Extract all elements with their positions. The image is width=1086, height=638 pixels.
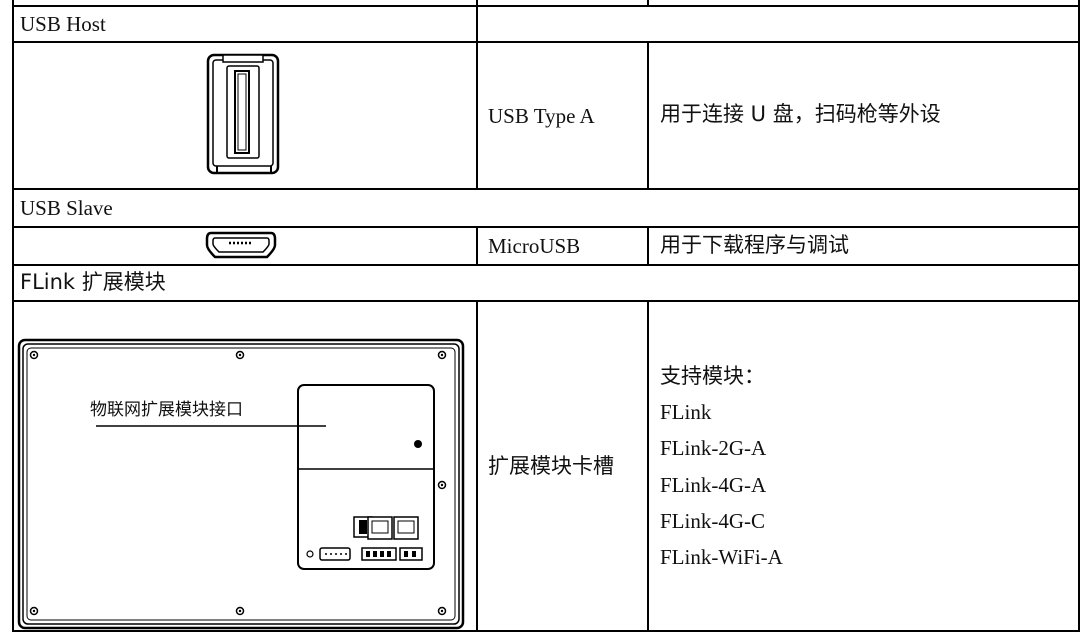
section-title-usb-host: USB Host xyxy=(20,12,106,36)
description-usb-slave: 用于下载程序与调试 xyxy=(660,233,849,257)
table-rule xyxy=(12,264,1080,266)
diagram-label-iot-interface: 物联网扩展模块接口 xyxy=(90,400,243,420)
table-rule xyxy=(647,226,649,265)
device-back-panel-illustration xyxy=(17,338,465,630)
module-item: FLink xyxy=(660,400,712,424)
module-item: FLink-WiFi-A xyxy=(660,545,783,569)
usb-type-a-port-icon xyxy=(206,53,280,175)
micro-usb-port-icon xyxy=(205,231,277,259)
table-rule xyxy=(12,188,1080,190)
table-rule xyxy=(1078,0,1080,632)
table-rule xyxy=(647,0,649,5)
table-rule xyxy=(647,41,649,189)
table-rule xyxy=(476,0,478,5)
table-rule xyxy=(12,630,1080,632)
table-rule xyxy=(476,226,478,265)
table-rule xyxy=(12,41,1080,43)
module-item: FLink-4G-A xyxy=(660,473,767,497)
port-type-flink: 扩展模块卡槽 xyxy=(488,454,614,478)
table-rule xyxy=(476,5,478,42)
table-rule xyxy=(476,300,478,631)
table-rule xyxy=(12,300,1080,302)
table-rule xyxy=(12,5,1080,7)
section-title-usb-slave: USB Slave xyxy=(20,196,113,220)
supported-modules-heading: 支持模块： xyxy=(660,364,765,388)
table-rule xyxy=(647,300,649,631)
port-type-usb-host: USB Type A xyxy=(488,104,595,128)
table-rule xyxy=(476,41,478,189)
module-item: FLink-4G-C xyxy=(660,509,765,533)
module-item: FLink-2G-A xyxy=(660,436,767,460)
port-type-usb-slave: MicroUSB xyxy=(488,234,581,258)
table-rule xyxy=(12,0,14,632)
description-usb-host: 用于连接 U 盘，扫码枪等外设 xyxy=(660,102,941,126)
table-rule xyxy=(12,226,1080,228)
section-title-flink: FLink 扩展模块 xyxy=(20,270,166,294)
